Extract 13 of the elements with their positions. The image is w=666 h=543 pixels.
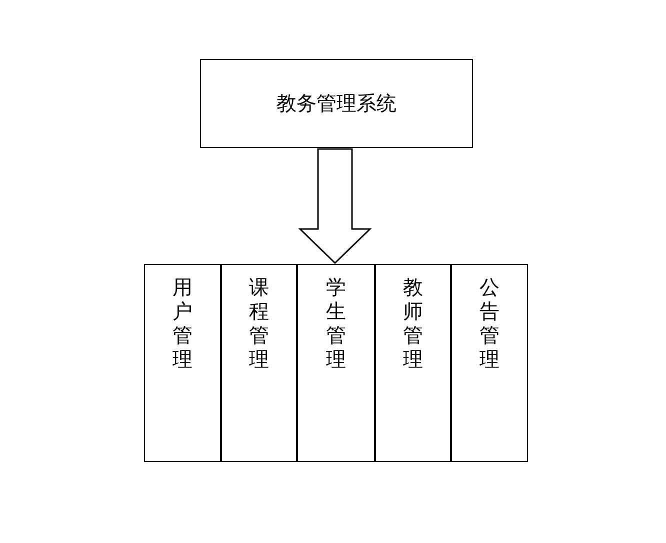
system-title: 教务管理系统 (276, 90, 398, 117)
module-label: 教师管理 (403, 275, 424, 371)
module-box (221, 264, 297, 462)
system-box (200, 59, 473, 148)
module-box (297, 264, 375, 462)
block-arrow (298, 148, 372, 264)
module-box (375, 264, 451, 462)
module-label: 公告管理 (480, 275, 500, 371)
module-label: 学生管理 (326, 275, 347, 371)
module-box (144, 264, 221, 462)
module-label: 用户管理 (172, 275, 194, 371)
module-label: 课程管理 (249, 275, 270, 371)
module-box (451, 264, 528, 462)
